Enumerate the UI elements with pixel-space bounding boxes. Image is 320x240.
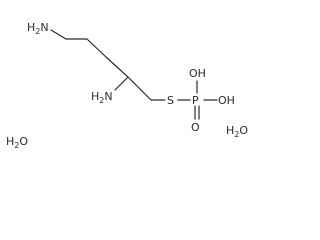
bond-c5-c6	[127, 76, 141, 90]
molecule-drawing: H2N H2N S P O OH OH H2O H2O	[6, 21, 248, 150]
bond-c2-c3	[86, 38, 107, 58]
water-right-label: H2O	[226, 124, 248, 139]
bond-network	[50, 29, 218, 120]
sulfur-label: S	[167, 94, 174, 107]
hydroxy-top-label: OH	[189, 67, 206, 80]
water-left-sub: 2	[14, 141, 19, 150]
bond-c5-n2	[114, 76, 129, 91]
amine-mid-h: H	[91, 90, 99, 103]
bond-c4-c5	[116, 66, 129, 78]
hydroxy-right-label: OH	[218, 94, 235, 107]
water-right-sub: 2	[234, 130, 239, 139]
amine-top-label: H2N	[27, 21, 49, 36]
water-left-label: H2O	[6, 135, 28, 150]
oxo-oxygen-label: O	[191, 121, 200, 134]
water-right-h: H	[226, 124, 234, 137]
water-left-o: O	[19, 135, 28, 148]
bond-c6-c7	[139, 88, 152, 101]
amine-top-n: N	[40, 21, 48, 34]
structure-canvas: H2N H2N S P O OH OH H2O H2O	[6, 21, 248, 150]
bond-c3-c4	[105, 56, 118, 68]
phosphorus-label: P	[192, 94, 199, 107]
bond-n1-c1	[50, 29, 67, 40]
water-left-h: H	[6, 135, 14, 148]
amine-mid-sub: 2	[99, 96, 104, 105]
amine-mid-label: H2N	[91, 90, 113, 105]
water-right-o: O	[239, 124, 248, 137]
amine-top-sub: 2	[35, 27, 40, 36]
amine-top-h: H	[27, 21, 35, 34]
amine-mid-n: N	[104, 90, 112, 103]
